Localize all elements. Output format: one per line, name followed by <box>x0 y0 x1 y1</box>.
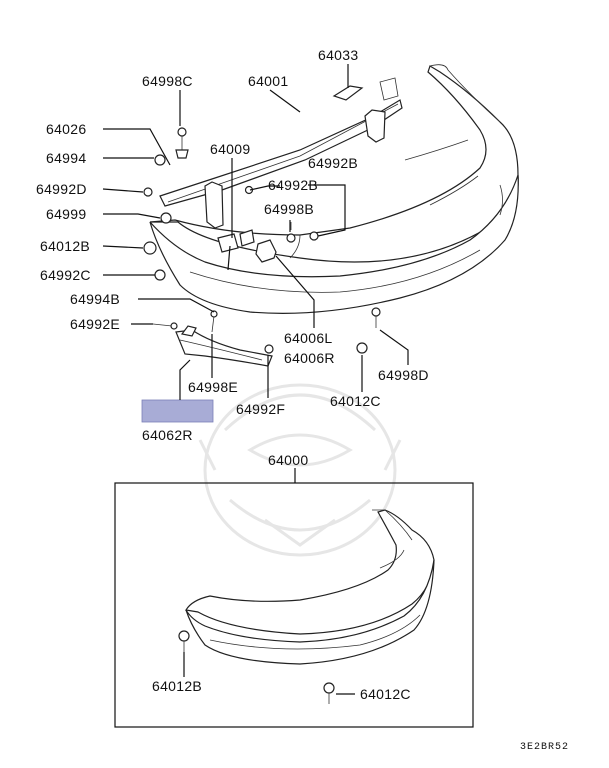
lower-garnish <box>175 325 273 367</box>
label-64999[interactable]: 64999 <box>46 206 86 222</box>
complete-bumper-assembly <box>178 509 435 704</box>
label-64992b-b[interactable]: 64992B <box>268 177 318 193</box>
label-64994b[interactable]: 64994B <box>70 291 120 307</box>
label-64012b-bottom[interactable]: 64012B <box>152 678 202 694</box>
label-64012b-top[interactable]: 64012B <box>40 238 90 254</box>
watermark-emblem <box>198 383 402 557</box>
fastener-icons <box>143 127 381 354</box>
assembly-box-64000 <box>114 482 474 728</box>
label-64001[interactable]: 64001 <box>248 73 288 89</box>
label-64009[interactable]: 64009 <box>210 141 250 157</box>
diagram-code: 3E2BR52 <box>520 742 569 753</box>
pad-64033 <box>332 85 364 101</box>
label-64998d[interactable]: 64998D <box>378 367 429 383</box>
rear-bumper-shell <box>149 64 519 314</box>
bumper-reinforcement <box>159 77 403 229</box>
side-bracket-64006l <box>255 239 277 263</box>
label-64992f[interactable]: 64992F <box>236 401 285 417</box>
label-64998b[interactable]: 64998B <box>264 201 314 217</box>
label-64994[interactable]: 64994 <box>46 150 86 166</box>
label-64033[interactable]: 64033 <box>318 47 358 63</box>
label-64992c[interactable]: 64992C <box>40 267 91 283</box>
label-64012c-bottom[interactable]: 64012C <box>360 686 411 702</box>
label-64012c-top[interactable]: 64012C <box>330 393 381 409</box>
part-labels: 64033 64998C 64001 64026 64994 64009 649… <box>36 47 569 753</box>
bracket-64009 <box>217 233 239 253</box>
label-64006r[interactable]: 64006R <box>284 350 335 366</box>
label-64998e[interactable]: 64998E <box>188 379 238 395</box>
label-64000[interactable]: 64000 <box>268 452 308 468</box>
label-64992d[interactable]: 64992D <box>36 181 87 197</box>
label-64006l[interactable]: 64006L <box>284 330 333 346</box>
leader-lines <box>102 64 409 483</box>
label-64062r[interactable]: 64062R <box>142 427 193 443</box>
label-64992b-a[interactable]: 64992B <box>308 155 358 171</box>
label-64992e[interactable]: 64992E <box>70 316 120 332</box>
label-64026[interactable]: 64026 <box>46 121 86 137</box>
label-64998c[interactable]: 64998C <box>142 73 193 89</box>
part-64062r-highlight[interactable] <box>141 399 214 423</box>
